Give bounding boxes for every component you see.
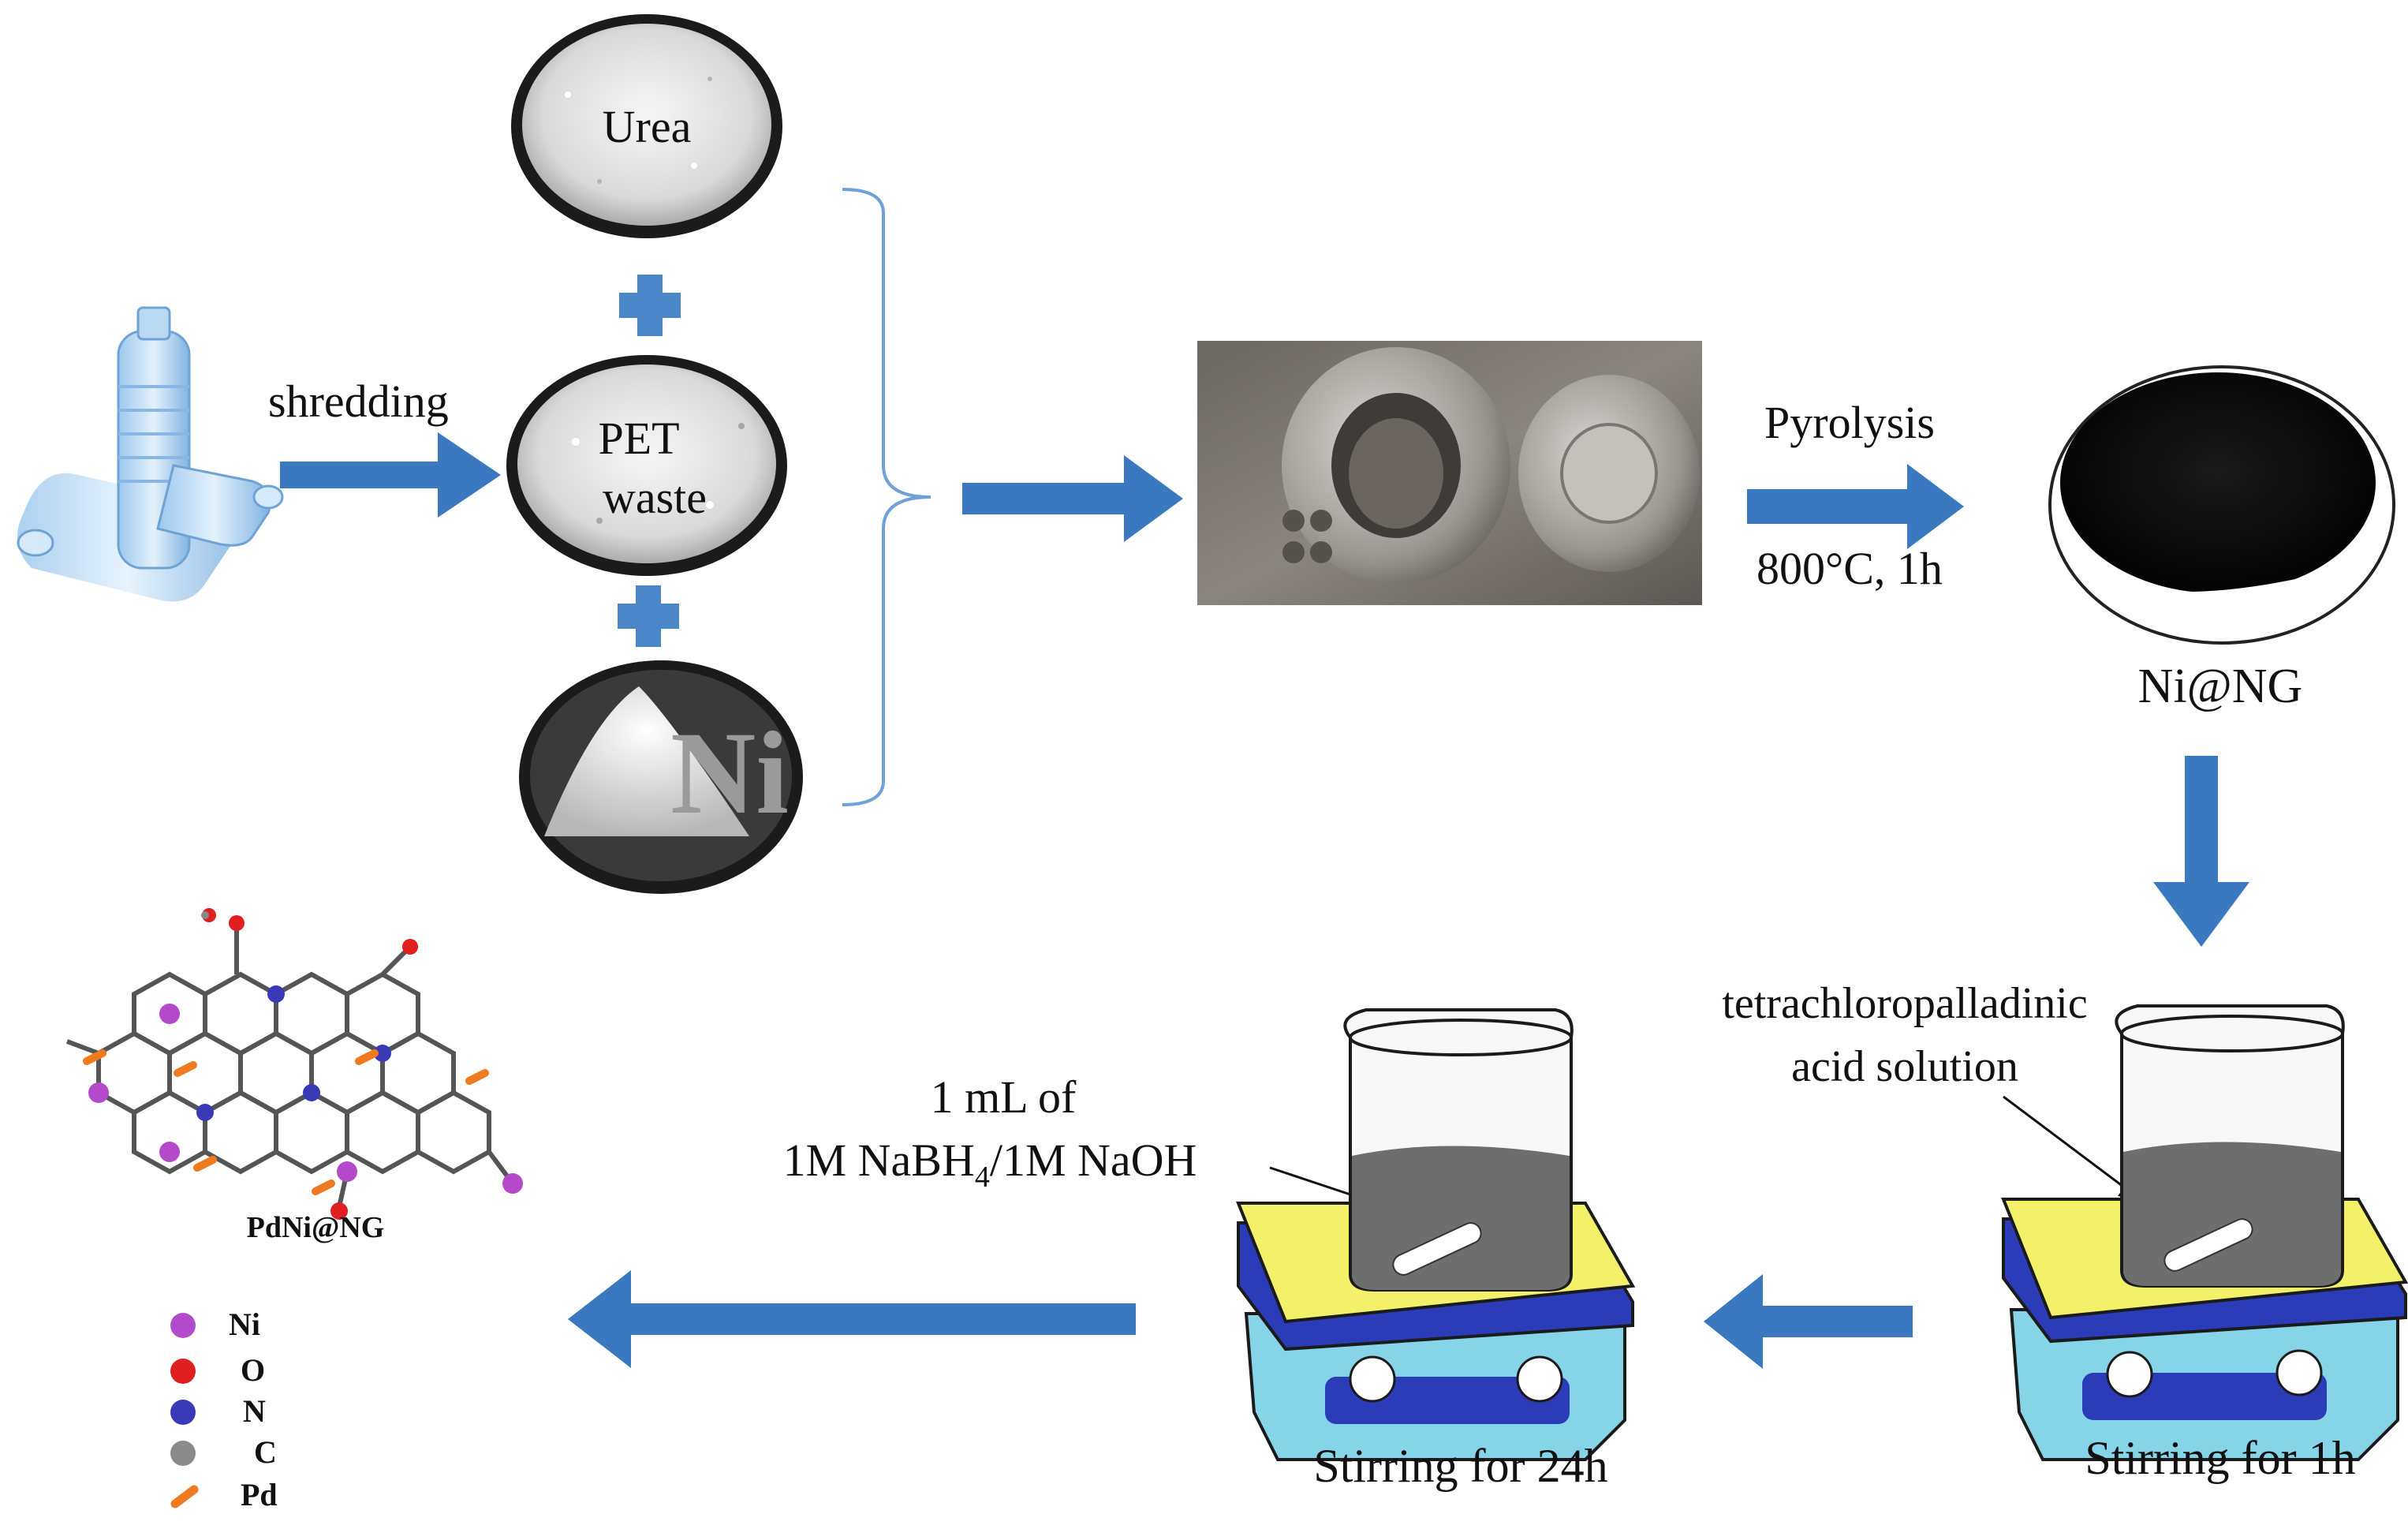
reductant-label-line1: 1 mL of <box>931 1071 1077 1123</box>
ni-powder-label: Ni <box>670 708 789 839</box>
ni-ng-label: Ni@NG <box>2138 660 2303 713</box>
legend-label-o: O <box>241 1352 265 1388</box>
legend-marker-pd <box>170 1485 199 1508</box>
molecule-atoms <box>83 908 523 1220</box>
stir1-label: Stirring for 1h <box>2085 1432 2355 1484</box>
legend-label-pd: Pd <box>241 1477 278 1512</box>
pdni-ng-label: PdNi@NG <box>247 1211 385 1244</box>
plus-icon <box>618 585 679 647</box>
ni-ng-image <box>2048 365 2395 645</box>
reactor-image <box>1197 341 1702 605</box>
pet-waste-image <box>506 355 787 576</box>
waste-label: waste <box>603 472 707 523</box>
legend-item-ni: Ni <box>170 1307 260 1342</box>
atom-legend: Ni O N C Pd <box>170 1307 278 1512</box>
legend-label-n: N <box>243 1393 266 1429</box>
conditions-label: 800°C, 1h <box>1757 543 1943 594</box>
hotplate-stirrer-1 <box>2001 1004 2408 1461</box>
pyrolysis-label: Pyrolysis <box>1764 397 1935 448</box>
legend-item-c: C <box>170 1434 277 1470</box>
legend-item-n: N <box>170 1393 266 1429</box>
arrow-left-1 <box>1704 1274 1913 1369</box>
reagent-pointer <box>2003 1095 2130 1193</box>
legend-marker-o <box>170 1359 196 1384</box>
legend-marker-ni <box>170 1313 196 1338</box>
pet-bottles-image <box>17 306 284 602</box>
arrow-down <box>2153 756 2249 947</box>
stir2-label: Stirring for 24h <box>1313 1440 1607 1492</box>
urea-label: Urea <box>603 101 692 152</box>
legend-label-ni: Ni <box>229 1307 260 1342</box>
urea-image <box>511 14 782 238</box>
legend-marker-n <box>170 1400 196 1425</box>
arrow-pyrolysis <box>1747 464 1964 549</box>
shredding-label: shredding <box>268 376 449 427</box>
reagent-label-line2: acid solution <box>1791 1042 2018 1091</box>
group-bracket <box>842 188 931 806</box>
arrow-left-2 <box>568 1270 1136 1368</box>
pdni-ng-molecule-model <box>65 923 515 1208</box>
pet-label: PET <box>598 413 679 464</box>
legend-item-o: O <box>170 1352 265 1388</box>
plus-icon <box>619 275 681 336</box>
legend-item-pd: Pd <box>170 1477 278 1512</box>
legend-label-c: C <box>254 1434 277 1470</box>
arrow-to-reactor <box>962 455 1183 542</box>
legend-marker-c <box>170 1441 196 1466</box>
ni-powder-image: Ni <box>519 660 803 894</box>
arrow-shredding <box>280 432 501 518</box>
hotplate-stirrer-2 <box>1236 1008 1636 1461</box>
reductant-label-line2: 1M NaBH4/1M NaOH <box>783 1135 1197 1194</box>
reagent-label-line1: tetrachloropalladinic <box>1722 979 2087 1028</box>
